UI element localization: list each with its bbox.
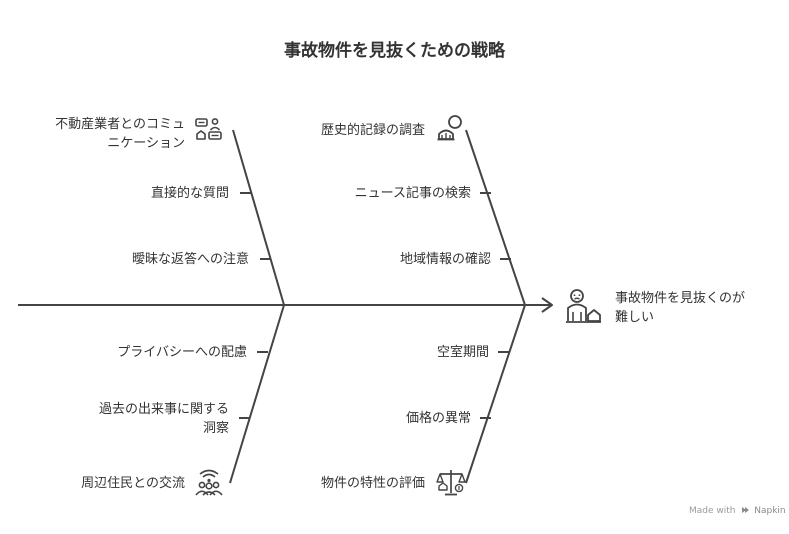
cause-privacy: プライバシーへの配慮 xyxy=(117,343,247,362)
cause-line: 曖昧な返答への注意 xyxy=(131,252,249,267)
cause-line: 周辺住民との交流 xyxy=(81,476,185,491)
cause-vague-answers: 曖昧な返答への注意 xyxy=(132,250,249,269)
cause-line: 洞察 xyxy=(202,421,229,436)
person-house-icon xyxy=(566,289,601,323)
cause-line: 空室期間 xyxy=(436,345,489,360)
cause-line: ニケーション xyxy=(107,136,185,151)
cause-past-events: 過去の出来事に関する 洞察 xyxy=(99,400,229,438)
effect-line: 難しい xyxy=(615,310,655,325)
balance-scale-icon xyxy=(436,470,466,496)
cause-price-anomaly: 価格の異常 xyxy=(406,409,471,428)
cause-line: 直接的な質問 xyxy=(150,186,229,201)
cause-property-evaluation: 物件の特性の評価 xyxy=(321,474,425,493)
bone-bottom-right xyxy=(465,304,526,484)
napkin-logo-icon xyxy=(742,507,750,513)
cause-line: 価格の異常 xyxy=(405,411,471,426)
community-icon xyxy=(195,469,223,496)
cause-line: プライバシーへの配慮 xyxy=(117,345,247,360)
bone-top-right xyxy=(465,129,526,306)
footer-made-with: Made with xyxy=(689,506,736,516)
bone-top-left xyxy=(232,129,285,306)
cause-vacancy-period: 空室期間 xyxy=(437,343,489,362)
bone-bottom-left xyxy=(229,304,285,484)
footer-brand: Napkin xyxy=(754,506,786,516)
cause-line: ニュース記事の検索 xyxy=(354,186,471,201)
diagram-title: 事故物件を見抜くための戦略 xyxy=(284,41,505,61)
cause-neighbors: 周辺住民との交流 xyxy=(81,474,185,493)
cause-local-info: 地域情報の確認 xyxy=(400,250,491,269)
cause-line: 地域情報の確認 xyxy=(399,252,491,267)
spine-arrowhead xyxy=(541,297,553,313)
communication-icon xyxy=(195,118,222,140)
effect-label: 事故物件を見抜くのが 難しい xyxy=(615,289,745,327)
cause-line: 物件の特性の評価 xyxy=(320,476,425,491)
cause-news-search: ニュース記事の検索 xyxy=(355,184,471,203)
footer-attribution: Made with Napkin xyxy=(689,506,786,516)
cause-direct-questions: 直接的な質問 xyxy=(151,184,229,203)
cause-historical-records: 歴史的記録の調査 xyxy=(321,121,425,140)
cause-line: 過去の出来事に関する xyxy=(98,402,229,417)
cause-line: 歴史的記録の調査 xyxy=(320,123,425,138)
effect-line: 事故物件を見抜くのが xyxy=(615,291,746,306)
cause-line: 不動産業者とのコミュ xyxy=(55,117,185,132)
search-history-icon xyxy=(437,115,462,141)
cause-realtor-communication: 不動産業者とのコミュ ニケーション xyxy=(55,115,185,153)
